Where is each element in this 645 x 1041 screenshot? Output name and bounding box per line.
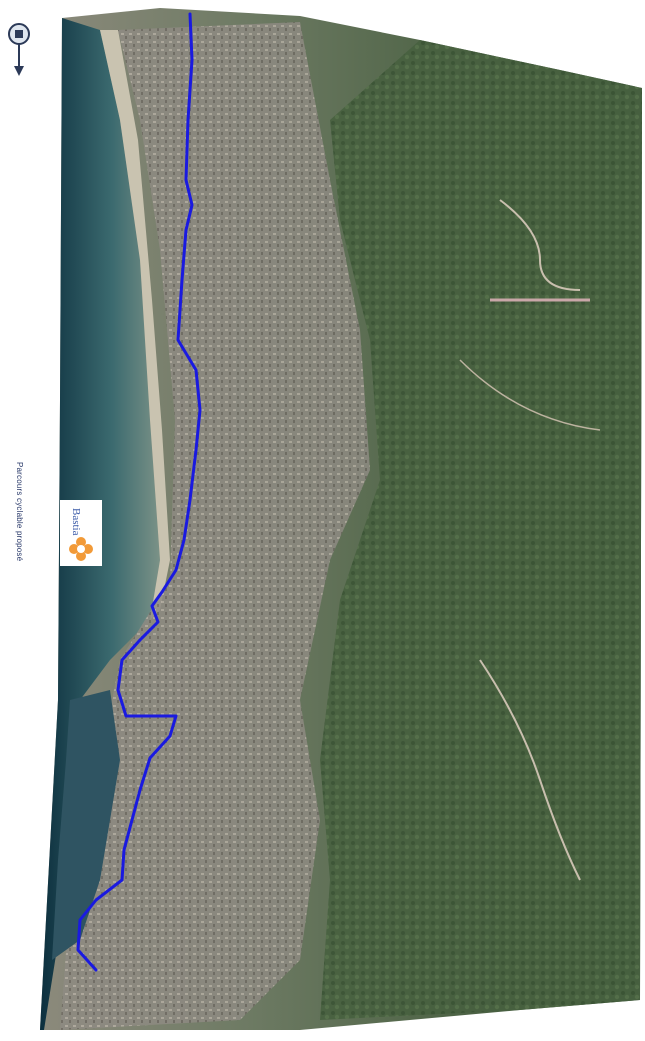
- road: [479, 659, 581, 881]
- city-logo: [60, 500, 102, 566]
- harbour: [52, 690, 120, 960]
- urban-area: [60, 22, 370, 1030]
- road: [459, 359, 601, 431]
- road: [499, 199, 581, 291]
- hills: [320, 40, 642, 1020]
- north-arrow-icon: [8, 23, 30, 76]
- beach: [100, 30, 170, 620]
- map-caption: Parcours cyclable proposé: [15, 462, 24, 562]
- logo-wordmark: Bastia: [70, 508, 82, 536]
- bike-route: [76, 12, 202, 972]
- flower-logo-icon: [69, 537, 93, 561]
